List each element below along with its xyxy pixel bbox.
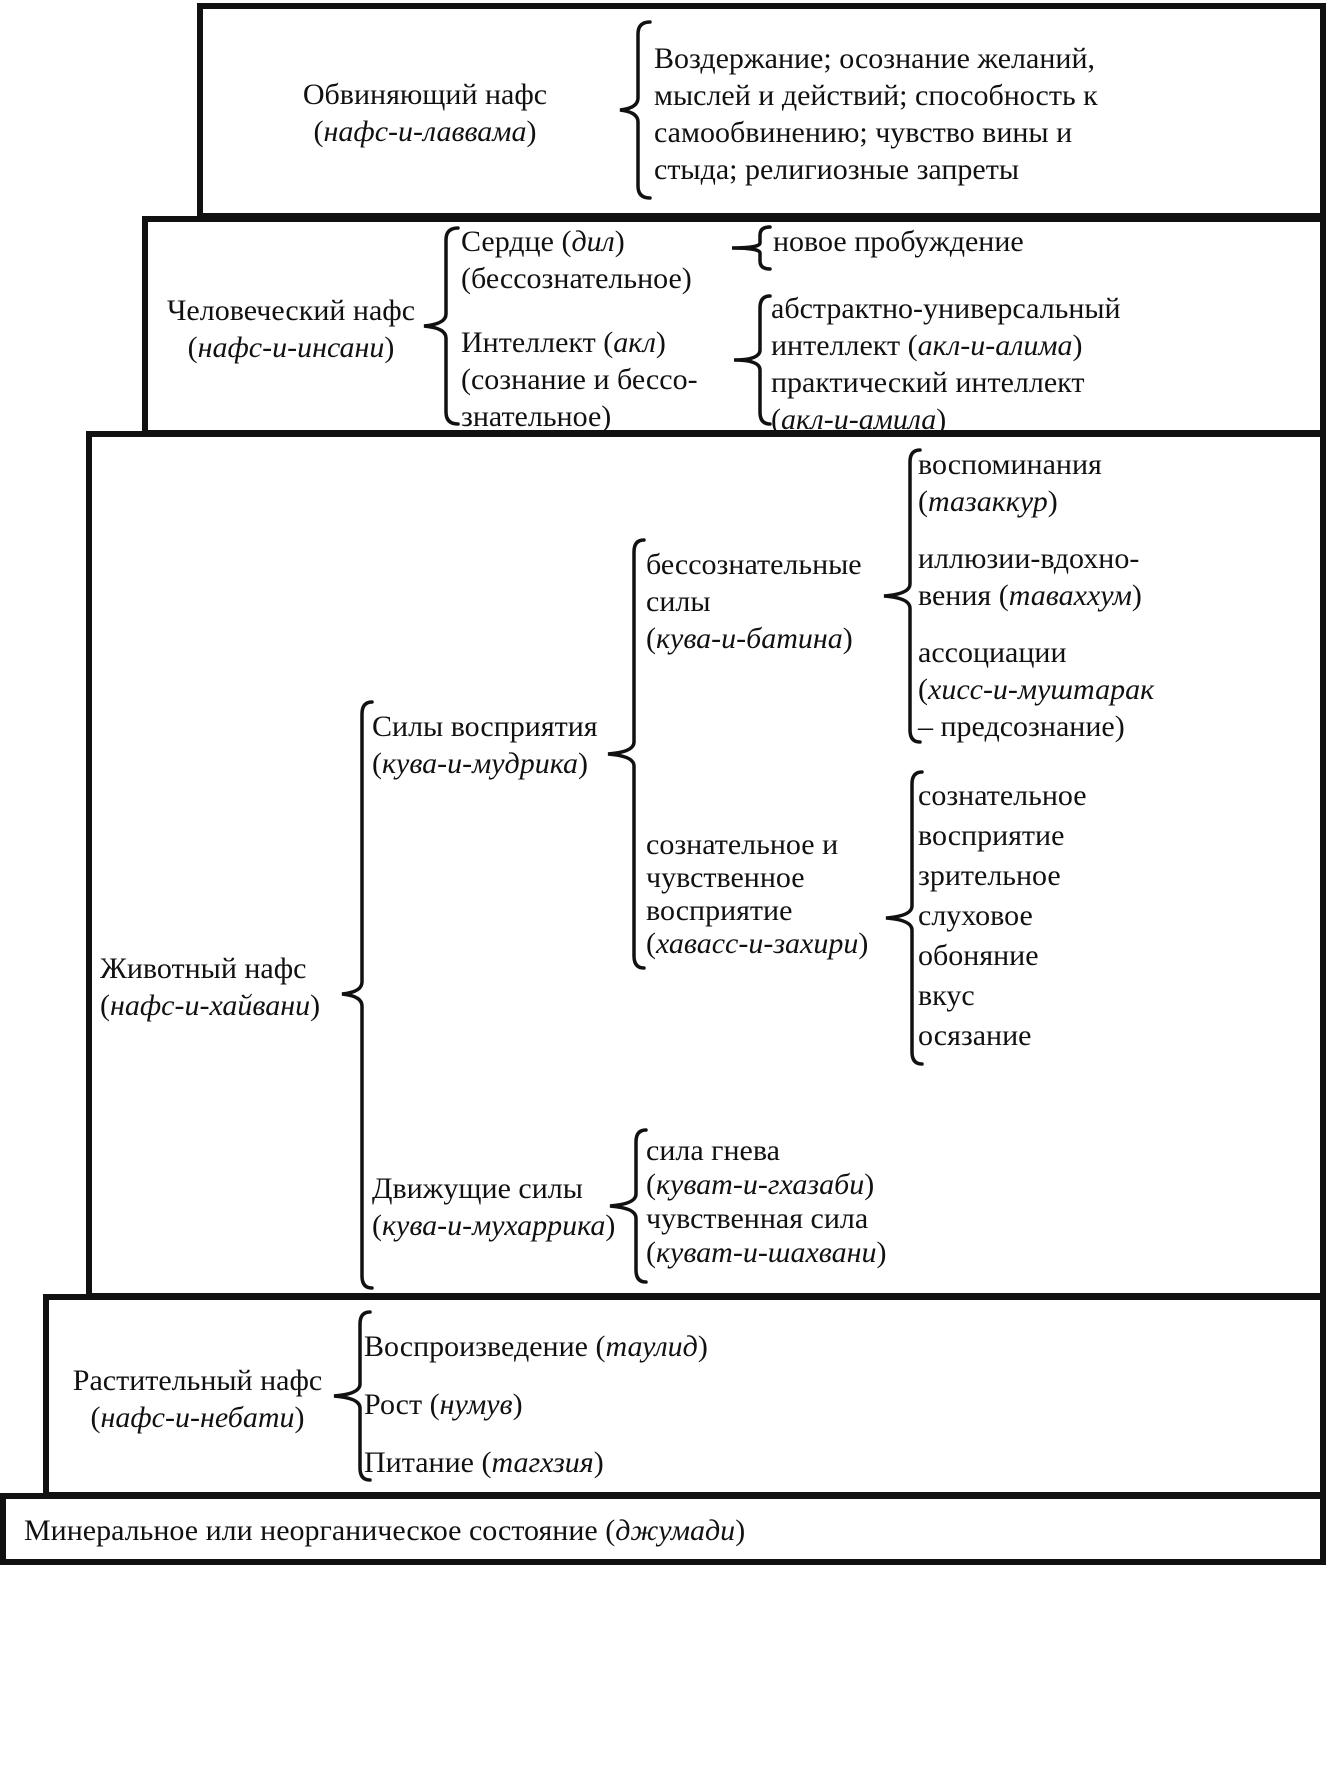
motive-items: сила гнева (куват-и-гхазаби) чувственная… [646,1134,887,1269]
blaming-nafs-title: Обвиняющий нафс (нафс-и-лаввама) [302,78,548,148]
list-item: Рост (нумув) [364,1388,523,1421]
brace-icon [883,448,922,744]
brace-icon [733,294,772,426]
list-item: зрительное [918,859,1061,892]
description-line: Воздержание; осознание желаний, [654,42,1096,75]
heart-result: новое пробуждение [773,225,1024,258]
brace-icon [885,770,924,1066]
brace-icon [619,20,652,200]
conscious-perception: сознательное и чувственное восприятие (х… [646,828,869,960]
mineral-term: джумади [615,1514,736,1547]
vegetative-items: Воспроизведение (таулид) Рост (нумув) Пи… [364,1318,708,1492]
brace-icon [731,225,772,271]
intellect-branch: Интеллект (акл) (сознание и бессо- знате… [461,326,698,433]
unconscious-items: воспоминания (тазаккур) иллюзии-вдохно- … [918,446,1154,745]
list-item: слуховое [918,899,1033,932]
brace-icon [607,538,646,970]
brace-icon [609,1128,648,1284]
list-item: восприятие [918,819,1065,852]
brace-icon [333,1310,372,1482]
motive-powers: Движущие силы (кува-и-мухаррика) [372,1172,616,1242]
level-vegetative-nafs [43,1294,1326,1498]
perception-powers: Силы восприятия (кува-и-мудрика) [372,710,598,780]
level-human-nafs [142,216,1326,436]
animal-nafs-term: нафс-и-хайвани [110,989,311,1022]
vegetative-nafs-term: нафс-и-небати [100,1401,295,1434]
list-item: иллюзии-вдохно- вения (таваххум) [918,542,1142,612]
blaming-nafs-term: нафс-и-лаввама [323,115,527,148]
list-item: ассоциации (хисс-и-муштарак – предсознан… [918,636,1155,743]
list-item: обоняние [918,939,1039,972]
description-line: самообвинению; чувство вины и [654,116,1073,149]
list-item: сознательное [918,779,1087,812]
intellect-kinds: абстрактно-универсальный интеллект (акл-… [771,292,1121,436]
unconscious-powers: бессознательные силы (кува-и-батина) [646,548,862,655]
heart-branch: Сердце (дил) (бессознательное) [461,225,692,295]
list-item: воспоминания (тазаккур) [918,448,1102,518]
senses-list: сознательное восприятие зрительное слухо… [918,776,1087,1056]
level-mineral-state [0,1493,1326,1565]
mineral-state: Минеральное или неорганическое состояние… [24,1514,746,1547]
level-blaming-nafs [197,3,1326,219]
list-item: Питание (тагхзия) [364,1446,604,1479]
human-nafs-title: Человеческий нафс (нафс-и-инсани) [166,294,416,364]
brace-icon [341,700,374,1290]
list-item: осязание [918,1019,1032,1052]
human-nafs-term: нафс-и-инсани [197,331,385,364]
description-line: стыда; религиозные запреты [654,153,1019,186]
list-item: вкус [918,979,975,1012]
description-line: мыслей и действий; способность к [654,79,1098,112]
vegetative-nafs-title: Растительный нафс (нафс-и-небати) [72,1364,323,1434]
blaming-nafs-description: Воздержание; осознание желаний, мыслей и… [654,40,1151,188]
list-item: Воспроизведение (таулид) [364,1330,708,1363]
animal-nafs-title: Животный нафс (нафс-и-хайвани) [100,952,321,1022]
brace-icon [423,226,460,426]
